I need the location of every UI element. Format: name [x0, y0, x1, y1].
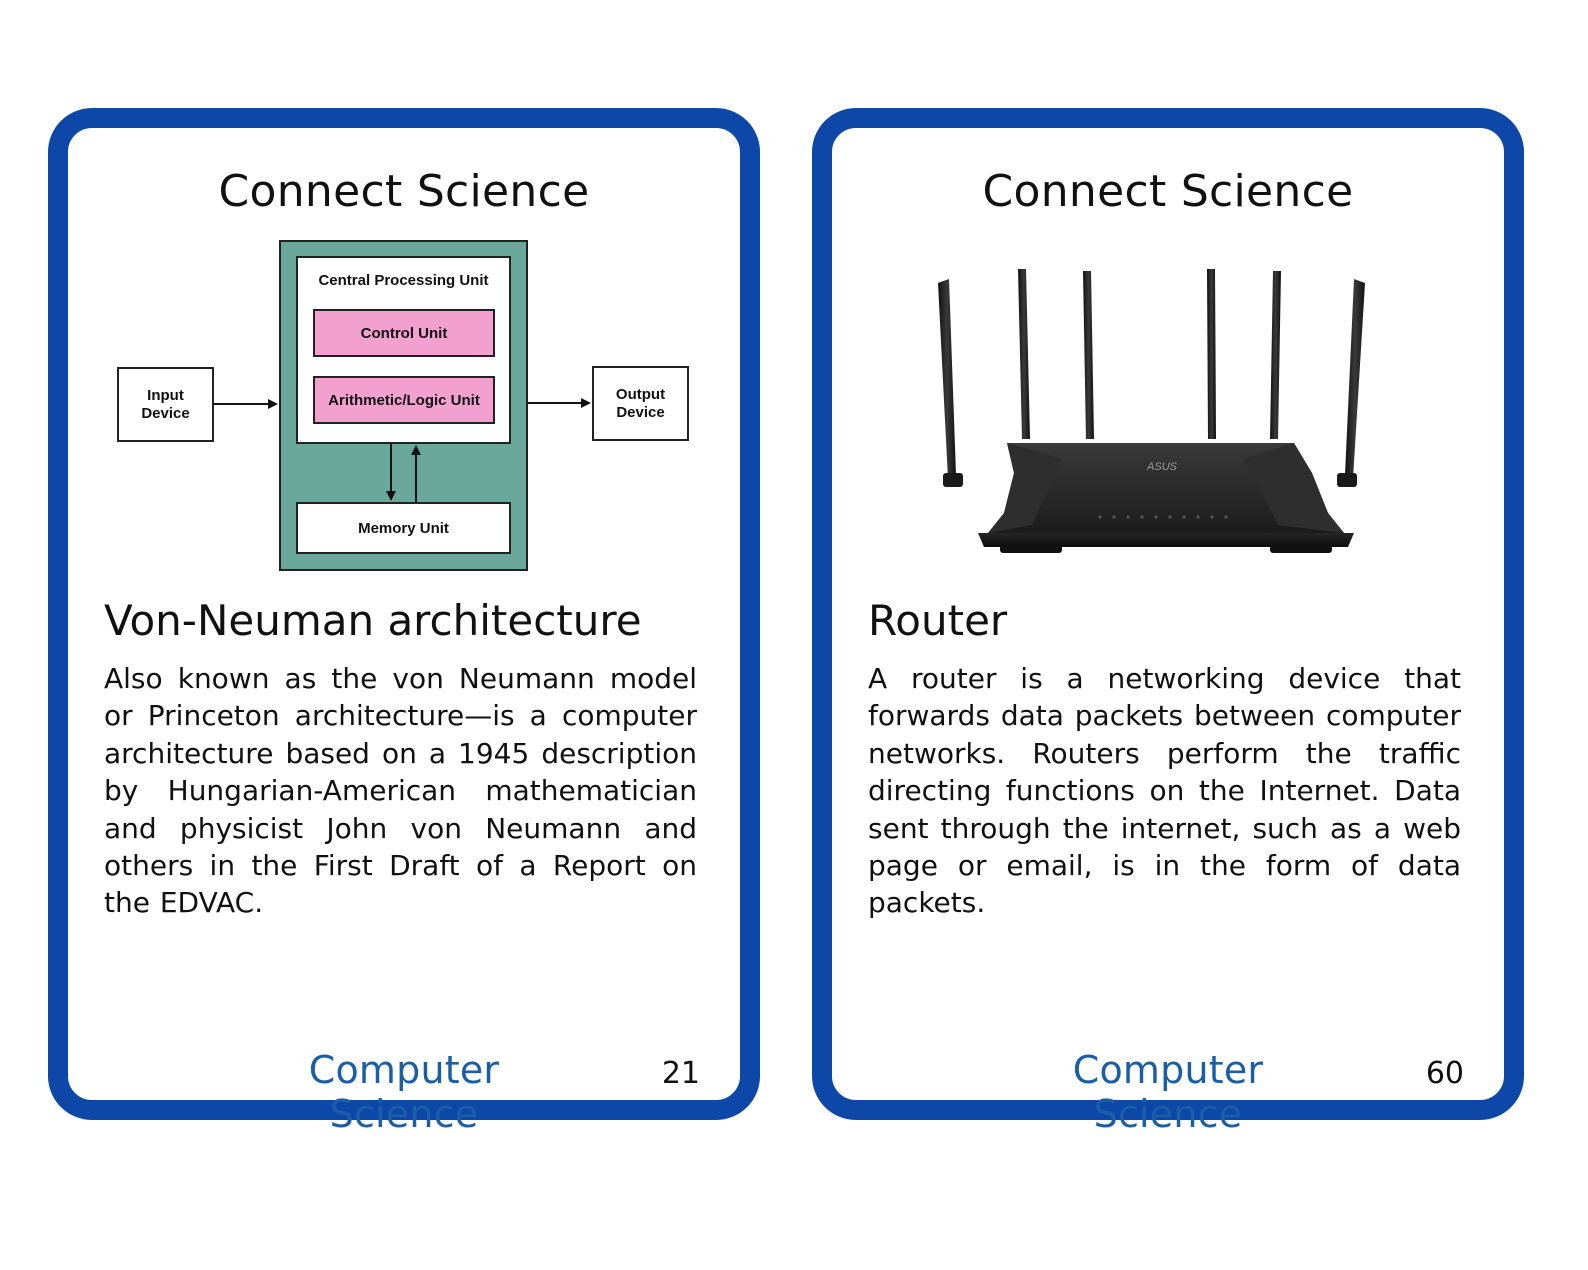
alu-label: Arithmetic/Logic Unit	[328, 391, 480, 409]
card-description: A router is a networking device that for…	[868, 662, 1461, 920]
card-brand: Connect Science	[218, 166, 590, 217]
router-body-front	[978, 533, 1354, 547]
output-device-label-line1: Output	[615, 385, 666, 403]
antenna-6	[1345, 279, 1365, 479]
card-page-number: 60	[1425, 1056, 1464, 1091]
memory-unit-box: Memory Unit	[296, 502, 511, 554]
cpu-label: Central Processing Unit	[318, 272, 489, 289]
output-device-label-line2: Device	[616, 403, 665, 421]
flashcard-router: Connect Science	[812, 108, 1524, 1136]
antenna-3	[1083, 271, 1094, 439]
antenna-4	[1207, 269, 1216, 439]
input-device-box: Input Device	[117, 367, 214, 442]
card-title: Router	[868, 596, 1008, 645]
memory-unit-label: Memory Unit	[358, 519, 449, 537]
card-subject: Computer Science	[308, 1048, 500, 1136]
input-device-label-line2: Device	[141, 404, 190, 422]
output-device-box: Output Device	[592, 366, 689, 441]
card-brand: Connect Science	[982, 166, 1354, 217]
input-device-label-line1: Input	[147, 386, 184, 404]
card-description: Also known as the von Neumann model or P…	[104, 662, 697, 920]
alu-box: Arithmetic/Logic Unit	[313, 376, 495, 424]
flashcard-von-neumann: Connect Science Input Device Central Pro…	[48, 108, 760, 1136]
router-logo: ASUS	[1146, 461, 1178, 473]
card-title: Von-Neuman architecture	[104, 596, 642, 645]
router-image: ASUS	[832, 223, 1504, 573]
control-unit-label: Control Unit	[360, 324, 448, 342]
diagram-arrows	[214, 398, 591, 502]
von-neumann-diagram: Input Device Central Processing Unit Con…	[68, 223, 740, 573]
antenna-5	[1270, 271, 1281, 439]
card-subject: Computer Science	[1072, 1048, 1264, 1136]
card-page-number: 21	[661, 1056, 700, 1091]
router-illustration: ASUS	[938, 269, 1365, 553]
control-unit-box: Control Unit	[313, 309, 495, 357]
antenna-2	[1018, 269, 1030, 439]
antenna-1	[938, 279, 956, 479]
